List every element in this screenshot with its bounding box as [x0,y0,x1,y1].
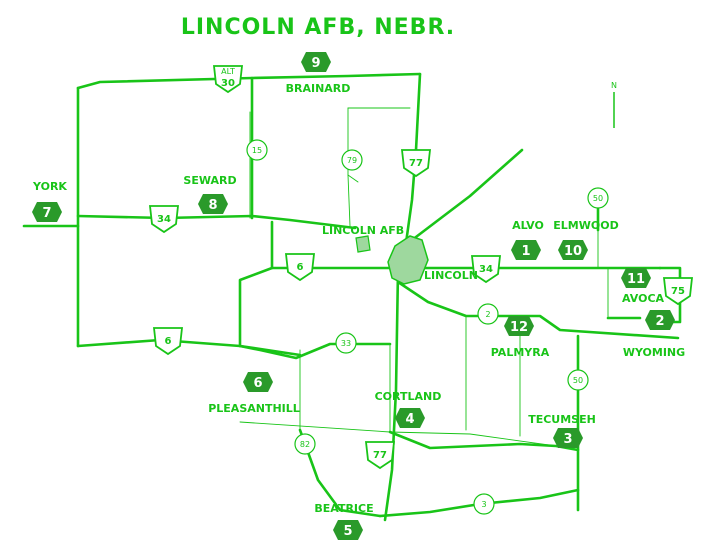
label-seward: SEWARD [183,174,236,187]
svg-text:5: 5 [343,524,352,539]
site-marker-brainard: 9 [301,52,331,72]
svg-text:7: 7 [42,206,51,221]
highway-shields: ALT 30 34 6 77 34 6 77 75 [148,65,694,470]
label-alvo: ALVO [512,219,544,232]
label-elmwood: ELMWOOD [553,219,618,232]
svg-text:2: 2 [485,310,490,319]
label-wyoming: WYOMING [623,346,685,359]
map-title: LINCOLN AFB, NEBR. [181,15,455,40]
hwy6-north-shield: 6 [284,253,316,282]
site-marker-beatrice: 5 [333,520,363,540]
label-beatrice: BEATRICE [314,502,373,515]
hwy34-east-shield: 34 [470,255,502,284]
svg-text:82: 82 [300,440,310,449]
site-markers: 7 8 9 1 10 11 2 12 [32,52,675,540]
site-marker-pleasanthill: 6 [243,372,273,392]
main-roads [22,72,682,522]
svg-text:6: 6 [253,376,262,391]
label-palmyra: PALMYRA [491,346,550,359]
lincoln-city-area [387,235,429,285]
site-marker-elmwood: 10 [558,240,588,260]
svg-text:2: 2 [655,314,664,329]
route-50-south-marker: 50 [567,369,589,391]
svg-text:1: 1 [521,244,530,259]
site-marker-cortland: 4 [395,408,425,428]
north-arrow-icon: N [611,81,617,128]
hwy77-south-shield: 77 [364,441,396,470]
svg-text:6: 6 [165,336,172,347]
svg-text:50: 50 [573,376,583,385]
svg-text:77: 77 [373,450,387,461]
svg-text:10: 10 [564,244,582,259]
route-15-marker: 15 [246,139,268,161]
hwy75-shield: 75 [662,277,694,306]
site-marker-york: 7 [32,202,62,222]
svg-text:50: 50 [593,194,603,203]
secondary-roads [239,107,609,447]
alt30-shield: ALT 30 [212,65,244,94]
svg-text:9: 9 [311,56,320,71]
svg-text:33: 33 [341,339,351,348]
svg-text:ALT: ALT [221,67,235,76]
label-cortland: CORTLAND [375,390,442,403]
svg-text:75: 75 [671,286,685,297]
svg-text:3: 3 [481,500,486,509]
svg-text:34: 34 [479,264,493,275]
site-marker-alvo: 1 [511,240,541,260]
site-marker-wyoming: 2 [645,310,675,330]
svg-text:4: 4 [405,412,414,427]
svg-text:30: 30 [221,78,235,89]
route-82-marker: 82 [294,433,316,455]
route-79-marker: 79 [341,149,363,171]
route-50-north-marker: 50 [587,187,609,209]
hwy6-south-shield: 6 [152,327,184,356]
label-brainard: BRAINARD [286,82,351,95]
label-tecumseh: TECUMSEH [528,413,596,426]
site-marker-avoca: 11 [621,268,651,288]
route-markers: 15 79 50 2 33 50 82 3 [246,139,609,515]
place-labels: YORK SEWARD BRAINARD LINCOLN AFB LINCOLN… [32,82,685,515]
site-marker-seward: 8 [198,194,228,214]
svg-text:15: 15 [252,146,262,155]
lincoln-afb-area [355,235,371,253]
svg-text:34: 34 [157,214,171,225]
site-marker-tecumseh: 3 [553,428,583,448]
label-pleasanthill: PLEASANTHILL [208,402,300,415]
svg-text:8: 8 [208,198,217,213]
label-york: YORK [32,180,67,193]
svg-text:3: 3 [563,432,572,447]
label-lincoln-afb: LINCOLN AFB [322,224,404,237]
svg-text:77: 77 [409,158,423,169]
compass-label: N [611,81,617,90]
site-marker-palmyra: 12 [504,316,534,336]
label-avoca: AVOCA [622,292,665,305]
label-lincoln: LINCOLN [424,269,478,282]
svg-text:79: 79 [347,156,357,165]
svg-text:6: 6 [297,262,304,273]
svg-text:11: 11 [627,272,645,287]
svg-text:12: 12 [510,320,528,335]
route-2-marker: 2 [477,303,499,325]
hwy34-west-shield: 34 [148,205,180,234]
route-33-marker: 33 [335,332,357,354]
hwy77-north-shield: 77 [400,149,432,178]
route-3-marker: 3 [473,493,495,515]
